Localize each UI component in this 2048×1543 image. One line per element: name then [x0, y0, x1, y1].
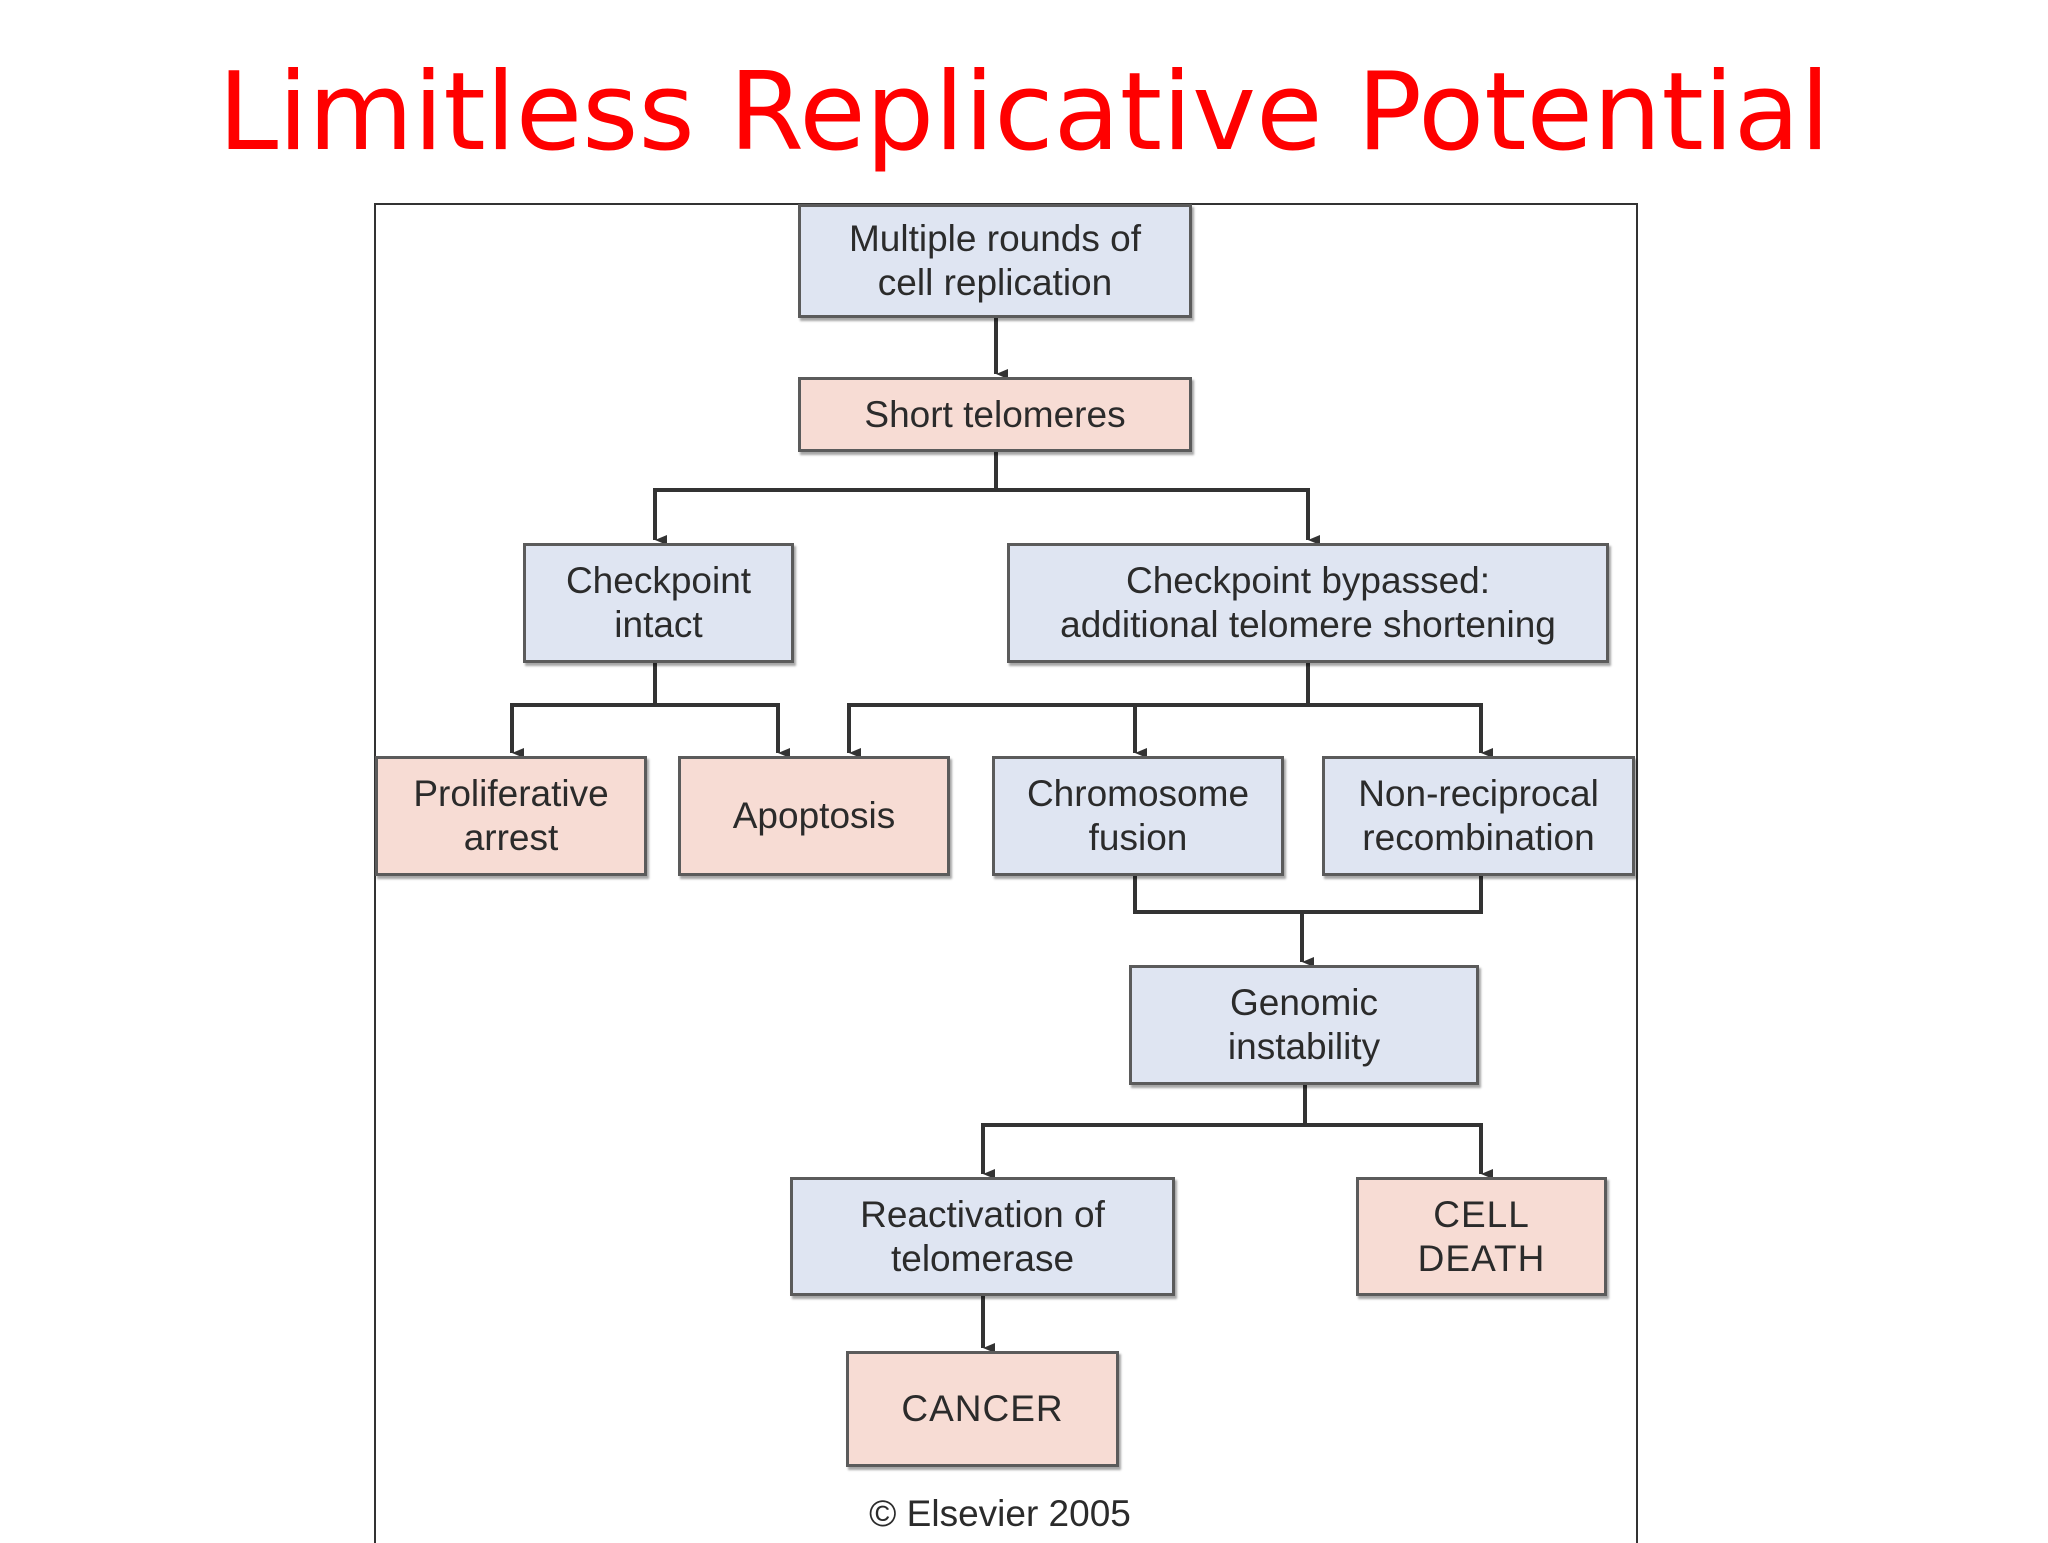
node-short-telomeres: Short telomeres [798, 377, 1192, 452]
slide-title: Limitless Replicative Potential [218, 50, 1830, 175]
connector-merge [1133, 876, 1483, 914]
node-cancer: CANCER [846, 1351, 1119, 1467]
node-proliferative-arrest: Proliferative arrest [375, 756, 647, 876]
node-checkpoint-intact: Checkpoint intact [523, 543, 794, 663]
node-genomic-instability: Genomic instability [1129, 965, 1479, 1085]
node-chromosome-fusion: Chromosome fusion [992, 756, 1284, 876]
node-multiple-rounds: Multiple rounds of cell replication [798, 204, 1192, 318]
node-reactivation-telomerase: Reactivation of telomerase [790, 1177, 1175, 1296]
node-non-reciprocal-recombination: Non-reciprocal recombination [1322, 756, 1635, 876]
copyright-notice: © Elsevier 2005 [869, 1493, 1131, 1534]
node-apoptosis: Apoptosis [678, 756, 950, 876]
node-checkpoint-bypassed: Checkpoint bypassed: additional telomere… [1007, 543, 1609, 663]
node-cell-death: CELL DEATH [1356, 1177, 1607, 1296]
